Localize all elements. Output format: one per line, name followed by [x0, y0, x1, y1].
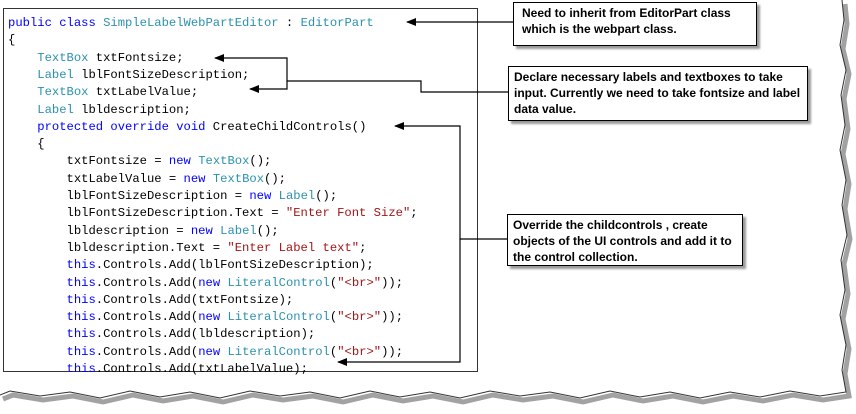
code-text: ( — [329, 310, 338, 325]
code-text: lblFontSizeDescription.Text = — [8, 206, 286, 221]
code-keyword: new — [168, 154, 191, 169]
code-text: lbldescription; — [73, 102, 191, 117]
code-listing: public class SimpleLabelWebPartEditor : … — [3, 8, 478, 376]
arrow-declare — [214, 54, 508, 93]
code-line: Label lblFontSizeDescription; — [8, 67, 249, 84]
code-text: txtLabelValue = — [8, 171, 184, 186]
code-text: lblFontSizeDescription = — [8, 189, 250, 203]
code-type: Label — [37, 67, 74, 82]
code-text: .Controls.Add(txtFontsize); — [95, 292, 294, 307]
code-keyword: public class — [8, 16, 104, 30]
code-text: (); — [264, 171, 286, 186]
code-string: "Enter Label text" — [227, 240, 360, 255]
code-text: ( — [329, 344, 338, 359]
code-text: .Controls.Add(txtLabelValue); — [95, 362, 308, 376]
code-type: Label — [220, 223, 257, 238]
code-keyword: new — [198, 275, 221, 290]
code-string: "Enter Font Size" — [285, 206, 411, 221]
code-type: LiteralControl — [227, 275, 330, 290]
code-text: txtLabelValue; — [88, 85, 199, 100]
code-text: txtFontsize = — [8, 154, 169, 169]
code-text: (); — [249, 154, 272, 169]
code-text: { — [8, 33, 16, 48]
code-line: this.Controls.Add(lblFontSizeDescription… — [8, 257, 374, 274]
code-line: protected override void CreateChildContr… — [8, 119, 366, 136]
code-line: this.Controls.Add(new LiteralControl("<b… — [8, 344, 404, 361]
code-line: this.Controls.Add(new LiteralControl("<b… — [8, 275, 404, 292]
code-keyword: new — [198, 344, 221, 359]
code-type: TextBox — [37, 85, 89, 100]
code-line: lbldescription = new Label(); — [8, 223, 279, 240]
code-keyword: protected override void — [37, 119, 206, 134]
code-keyword: new — [190, 223, 213, 238]
code-text: lblFontSizeDescription; — [73, 67, 250, 82]
code-keyword: this — [66, 327, 96, 342]
code-type: EditorPart — [300, 16, 374, 30]
code-text: lbldescription.Text = — [8, 240, 228, 255]
code-keyword: new — [249, 189, 272, 203]
code-keyword: this — [66, 344, 96, 359]
code-line: TextBox txtFontsize; — [8, 50, 184, 67]
code-type: TextBox — [37, 50, 89, 65]
code-keyword: this — [66, 258, 96, 273]
code-string: "<br>" — [337, 310, 382, 325]
code-line: TextBox txtLabelValue; — [8, 84, 198, 101]
code-string: "<br>" — [337, 275, 382, 290]
code-text: )); — [381, 275, 404, 290]
code-line: this.Controls.Add(txtLabelValue); — [8, 361, 308, 378]
code-text: { — [8, 137, 45, 152]
arrow-override — [337, 122, 507, 366]
code-text: CreateChildControls() — [205, 119, 367, 134]
code-text: (); — [315, 189, 338, 203]
code-type: TextBox — [212, 171, 265, 186]
code-line: lblFontSizeDescription.Text = "Enter Fon… — [8, 205, 418, 222]
code-line: txtFontsize = new TextBox(); — [8, 153, 272, 170]
code-text: ; — [410, 206, 418, 221]
code-line: lbldescription.Text = "Enter Label text"… — [8, 240, 367, 257]
code-type: SimpleLabelWebPartEditor — [103, 16, 279, 30]
code-text: lbldescription = — [8, 223, 191, 238]
code-keyword: this — [66, 310, 96, 325]
code-keyword: new — [198, 310, 221, 325]
code-string: "<br>" — [337, 344, 382, 359]
code-line: this.Controls.Add(lbldescription); — [8, 326, 316, 343]
code-keyword: this — [66, 275, 96, 290]
code-text: .Controls.Add(lbldescription); — [95, 327, 316, 342]
code-line: { — [8, 32, 15, 49]
code-type: Label — [278, 189, 316, 203]
code-text: .Controls.Add( — [95, 275, 199, 290]
code-text: .Controls.Add( — [95, 344, 199, 359]
code-type: LiteralControl — [227, 310, 330, 325]
code-type: Label — [37, 102, 74, 117]
code-text: )); — [381, 310, 404, 325]
code-keyword: this — [66, 362, 96, 376]
callout-arrows — [214, 18, 513, 366]
code-text: .Controls.Add( — [95, 310, 199, 325]
code-keyword: this — [66, 292, 96, 307]
callout-declare-controls: Declare necessary labels and textboxes t… — [508, 66, 808, 121]
code-line: this.Controls.Add(txtFontsize); — [8, 292, 294, 309]
code-text: .Controls.Add(lblFontSizeDescription); — [95, 258, 374, 273]
code-text: ( — [329, 275, 338, 290]
code-line: this.Controls.Add(new LiteralControl("<b… — [8, 309, 404, 326]
code-line: lblFontSizeDescription = new Label(); — [8, 188, 338, 205]
code-text: : — [278, 16, 301, 30]
code-type: LiteralControl — [227, 344, 330, 359]
code-text: )); — [381, 344, 404, 359]
code-line: txtLabelValue = new TextBox(); — [8, 171, 286, 188]
code-line: { — [8, 136, 45, 153]
code-type: TextBox — [198, 154, 250, 169]
code-text: (); — [256, 223, 279, 238]
callout-override-childcontrols: Override the childcontrols , create obje… — [507, 214, 743, 266]
annotated-screenshot: public class SimpleLabelWebPartEditor : … — [3, 2, 808, 376]
callout-inherit-editorpart: Need to inherit from EditorPart class wh… — [513, 2, 757, 46]
code-keyword: new — [183, 171, 206, 186]
code-line: public class SimpleLabelWebPartEditor : … — [8, 15, 374, 32]
code-text: ; — [359, 240, 367, 255]
code-text: txtFontsize; — [88, 50, 184, 65]
code-line: Label lbldescription; — [8, 102, 191, 119]
